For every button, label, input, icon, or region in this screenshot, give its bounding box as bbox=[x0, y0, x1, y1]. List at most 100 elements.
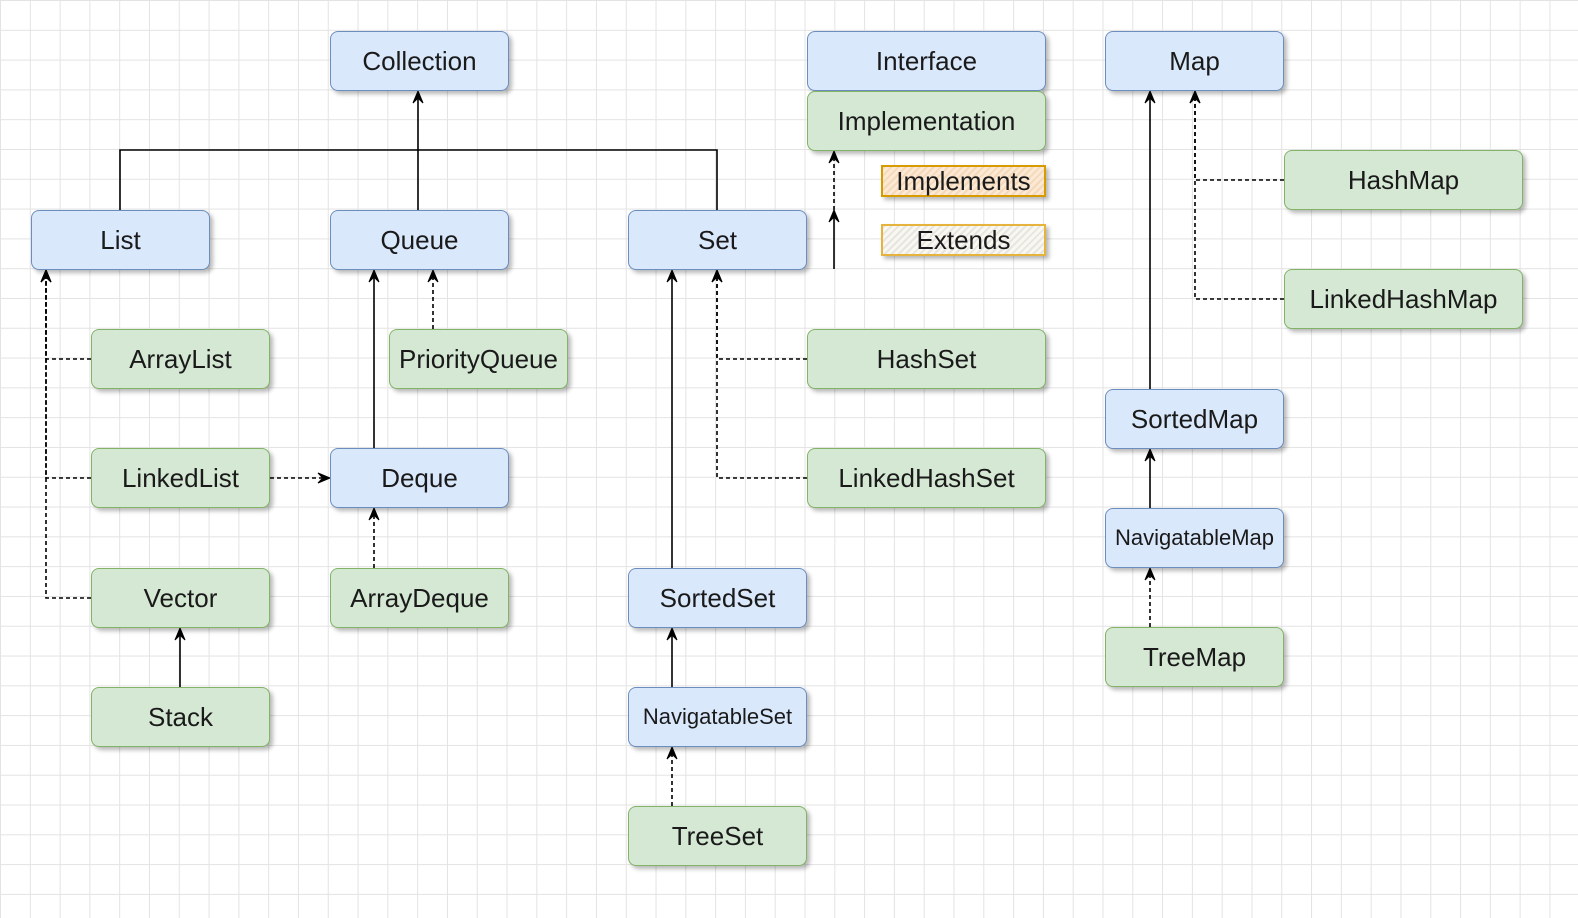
edge-set-to-collection-line bbox=[418, 149, 718, 210]
node-sortedset-label: SortedSet bbox=[659, 582, 776, 613]
node-priorityqueue: PriorityQueue bbox=[389, 329, 568, 389]
node-collection-label: Collection bbox=[362, 45, 477, 76]
edge-linkedlist-to-deque bbox=[270, 472, 332, 484]
edge-navigatableset-to-sortedset-arrowhead bbox=[666, 626, 678, 641]
edge-deque-to-queue bbox=[368, 268, 380, 448]
node-linkedlist: LinkedList bbox=[91, 448, 270, 508]
edge-treemap-to-navigatablemap bbox=[1144, 566, 1156, 627]
node-set-label: Set bbox=[697, 224, 738, 255]
edge-arraydeque-to-deque bbox=[368, 506, 380, 568]
edge-queue-to-collection bbox=[412, 89, 424, 210]
legend-implements: Implements bbox=[881, 165, 1046, 197]
node-deque-label: Deque bbox=[381, 462, 458, 493]
node-sortedset: SortedSet bbox=[628, 568, 807, 628]
edge-linkedhashset-to-set-line bbox=[716, 278, 807, 479]
edge-linkedhashset-to-set-arrowhead bbox=[711, 268, 723, 283]
edge-linkedhashset-to-set bbox=[711, 268, 807, 479]
edge-priorityqueue-to-queue bbox=[427, 268, 439, 329]
node-treeset: TreeSet bbox=[628, 806, 807, 866]
edge-legend-extends-arrowhead bbox=[828, 208, 840, 223]
node-linkedhashmap-label: LinkedHashMap bbox=[1309, 283, 1498, 314]
node-linkedlist-label: LinkedList bbox=[121, 462, 240, 493]
edge-arraydeque-to-deque-arrowhead bbox=[368, 506, 380, 521]
node-collection: Collection bbox=[330, 31, 509, 91]
edge-legend-implements-arrowhead bbox=[828, 149, 840, 164]
edge-vector-to-list-arrowhead bbox=[40, 268, 52, 283]
edge-sortedmap-to-map-arrowhead bbox=[1144, 89, 1156, 104]
edge-linkedhashmap-to-map bbox=[1189, 89, 1284, 300]
edge-navigatableset-to-sortedset bbox=[666, 626, 678, 687]
node-hashset: HashSet bbox=[807, 329, 1046, 389]
edge-legend-implements bbox=[828, 149, 840, 210]
node-linkedhashset-label: LinkedHashSet bbox=[838, 462, 1015, 493]
edge-sortedset-to-set-arrowhead bbox=[666, 268, 678, 283]
edge-linkedlist-to-list-line bbox=[45, 278, 91, 479]
node-arraydeque: ArrayDeque bbox=[330, 568, 509, 628]
edge-linkedhashmap-to-map-line bbox=[1194, 99, 1284, 300]
edge-set-to-collection bbox=[418, 149, 718, 210]
edge-hashmap-to-map-line bbox=[1194, 99, 1284, 181]
edge-hashset-to-set-line bbox=[716, 278, 807, 360]
edge-treeset-to-navigatableset bbox=[666, 745, 678, 806]
edge-hashmap-to-map bbox=[1189, 89, 1284, 181]
edge-arraylist-to-list bbox=[40, 268, 91, 360]
edge-treemap-to-navigatablemap-arrowhead bbox=[1144, 566, 1156, 581]
node-map-label: Map bbox=[1169, 45, 1220, 76]
edge-linkedlist-to-list bbox=[40, 268, 91, 479]
edge-list-to-collection-line bbox=[119, 149, 418, 210]
edge-arraylist-to-list-line bbox=[45, 278, 91, 360]
legend-extends: Extends bbox=[881, 224, 1046, 256]
node-navigatablemap: NavigatableMap bbox=[1105, 508, 1284, 568]
node-treemap: TreeMap bbox=[1105, 627, 1284, 687]
edge-linkedhashmap-to-map-arrowhead bbox=[1189, 89, 1201, 104]
node-deque: Deque bbox=[330, 448, 509, 508]
legend-extends-label: Extends bbox=[916, 224, 1011, 255]
node-treeset-label: TreeSet bbox=[671, 820, 764, 851]
edge-legend-extends bbox=[828, 208, 840, 269]
edge-sortedmap-to-map bbox=[1144, 89, 1156, 389]
edge-vector-to-list bbox=[40, 268, 91, 599]
node-linkedhashset: LinkedHashSet bbox=[807, 448, 1046, 508]
node-sortedmap: SortedMap bbox=[1105, 389, 1284, 449]
node-set: Set bbox=[628, 210, 807, 270]
edge-deque-to-queue-arrowhead bbox=[368, 268, 380, 283]
node-arraylist-label: ArrayList bbox=[129, 343, 232, 374]
node-hashmap: HashMap bbox=[1284, 150, 1523, 210]
node-hashmap-label: HashMap bbox=[1347, 164, 1460, 195]
edge-priorityqueue-to-queue-arrowhead bbox=[427, 268, 439, 283]
node-arraydeque-label: ArrayDeque bbox=[350, 582, 489, 613]
edge-sortedset-to-set bbox=[666, 268, 678, 568]
edge-queue-to-collection-arrowhead bbox=[412, 89, 424, 104]
legend-interface: Interface bbox=[807, 31, 1046, 91]
node-list: List bbox=[31, 210, 210, 270]
node-queue-label: Queue bbox=[380, 224, 459, 255]
node-treemap-label: TreeMap bbox=[1142, 641, 1247, 672]
node-map: Map bbox=[1105, 31, 1284, 91]
node-stack: Stack bbox=[91, 687, 270, 747]
node-linkedhashmap: LinkedHashMap bbox=[1284, 269, 1523, 329]
node-navigatablemap-label: NavigatableMap bbox=[1115, 525, 1274, 550]
legend-implements-label: Implements bbox=[896, 165, 1031, 196]
node-arraylist: ArrayList bbox=[91, 329, 270, 389]
node-navigatableset-label: NavigatableSet bbox=[642, 704, 793, 729]
legend-implementation-label: Implementation bbox=[837, 105, 1016, 136]
legend-interface-label: Interface bbox=[875, 45, 978, 76]
edge-treeset-to-navigatableset-arrowhead bbox=[666, 745, 678, 760]
node-vector-label: Vector bbox=[143, 582, 218, 613]
node-sortedmap-label: SortedMap bbox=[1130, 403, 1259, 434]
edge-list-to-collection bbox=[119, 149, 418, 210]
edge-stack-to-vector bbox=[174, 626, 186, 687]
edge-vector-to-list-line bbox=[45, 278, 91, 599]
node-list-label: List bbox=[100, 224, 141, 255]
legend-implementation: Implementation bbox=[807, 91, 1046, 151]
node-priorityqueue-label: PriorityQueue bbox=[399, 343, 558, 374]
node-hashset-label: HashSet bbox=[876, 343, 977, 374]
edge-navigatablemap-to-sortedmap bbox=[1144, 447, 1156, 508]
edge-hashset-to-set bbox=[711, 268, 807, 360]
edge-stack-to-vector-arrowhead bbox=[174, 626, 186, 641]
node-navigatableset: NavigatableSet bbox=[628, 687, 807, 747]
node-stack-label: Stack bbox=[147, 701, 214, 732]
node-queue: Queue bbox=[330, 210, 509, 270]
